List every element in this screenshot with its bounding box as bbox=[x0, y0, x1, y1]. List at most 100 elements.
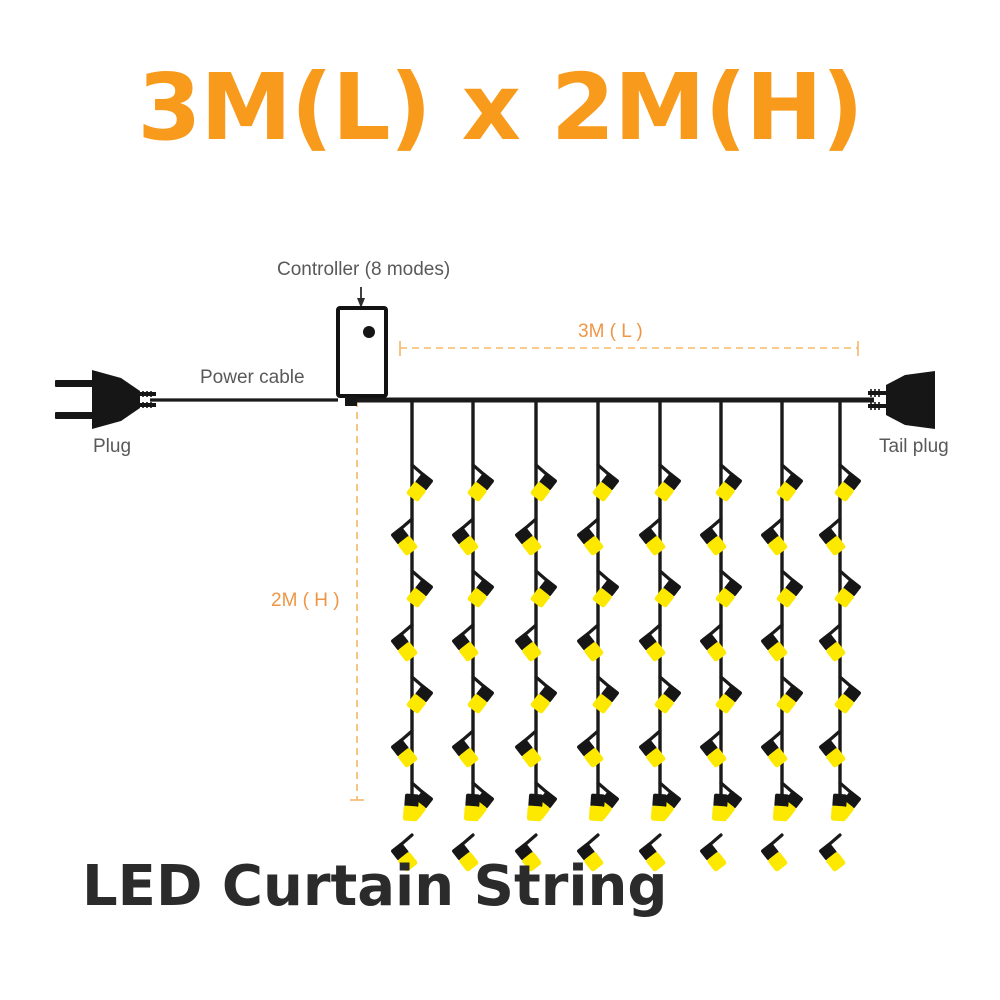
led-drop-strings-group bbox=[391, 400, 861, 872]
led-bulb-body bbox=[834, 578, 861, 608]
led-lens bbox=[834, 694, 854, 714]
led-lens bbox=[654, 694, 674, 714]
led-bulb bbox=[700, 729, 727, 768]
led-bulb-body bbox=[639, 526, 666, 556]
led-lens bbox=[584, 642, 604, 662]
led-drop-string bbox=[639, 400, 681, 872]
led-lens bbox=[467, 482, 487, 502]
led-bulb-terminal bbox=[650, 793, 667, 822]
led-bulb-body bbox=[761, 738, 788, 768]
product-caption: LED Curtain String bbox=[82, 854, 668, 919]
led-bulb-body bbox=[592, 578, 619, 608]
led-bulb bbox=[715, 463, 742, 502]
led-bulb bbox=[515, 833, 542, 872]
led-lens bbox=[707, 852, 727, 872]
led-base bbox=[590, 793, 605, 808]
led-bulb bbox=[700, 623, 727, 662]
led-base bbox=[832, 793, 847, 808]
led-bulb-body bbox=[592, 684, 619, 714]
led-base bbox=[465, 793, 480, 808]
led-lens bbox=[776, 588, 796, 608]
led-lens bbox=[530, 694, 550, 714]
led-bulb-body bbox=[515, 842, 542, 872]
led-lens bbox=[522, 748, 542, 768]
led-drop-string bbox=[761, 400, 803, 872]
led-bulb-body bbox=[588, 793, 605, 822]
led-bulb bbox=[776, 675, 803, 714]
led-bulb-body bbox=[650, 793, 667, 822]
led-bulb bbox=[530, 675, 557, 714]
controller-button-icon[interactable] bbox=[363, 326, 375, 338]
led-bulb-body bbox=[639, 842, 666, 872]
led-bulb bbox=[515, 517, 542, 556]
led-lens bbox=[530, 482, 550, 502]
led-bulb bbox=[819, 517, 846, 556]
led-lens bbox=[592, 482, 612, 502]
led-lens bbox=[459, 748, 479, 768]
led-bulb bbox=[834, 675, 861, 714]
led-bulb bbox=[515, 623, 542, 662]
led-bulb-body bbox=[761, 842, 788, 872]
led-lens bbox=[646, 748, 666, 768]
led-bulb-body bbox=[592, 472, 619, 502]
led-bulb-body bbox=[715, 578, 742, 608]
led-bulb-body bbox=[700, 842, 727, 872]
led-bulb-body bbox=[530, 684, 557, 714]
led-lens bbox=[459, 642, 479, 662]
led-lens bbox=[715, 694, 735, 714]
led-lens bbox=[826, 852, 846, 872]
led-bulb-body bbox=[391, 632, 418, 662]
led-bulb-body bbox=[515, 526, 542, 556]
led-bulb-body bbox=[406, 472, 433, 502]
led-bulb-body bbox=[452, 738, 479, 768]
led-bulb-terminal bbox=[711, 793, 728, 822]
led-bulb-body bbox=[819, 526, 846, 556]
led-lens bbox=[530, 588, 550, 608]
led-bulb-body bbox=[467, 472, 494, 502]
led-bulb-body bbox=[391, 738, 418, 768]
led-lens bbox=[646, 642, 666, 662]
led-lens bbox=[826, 642, 846, 662]
led-bulb-body bbox=[772, 793, 789, 822]
led-bulb bbox=[761, 729, 788, 768]
led-bulb bbox=[700, 833, 727, 872]
led-lens bbox=[826, 748, 846, 768]
led-bulb-body bbox=[654, 472, 681, 502]
led-bulb bbox=[819, 833, 846, 872]
led-bulb-body bbox=[639, 738, 666, 768]
led-bulb bbox=[654, 569, 681, 608]
led-bulb-body bbox=[452, 526, 479, 556]
led-bulb-body bbox=[761, 632, 788, 662]
led-bulb-body bbox=[463, 793, 480, 822]
led-lens bbox=[646, 852, 666, 872]
led-bulb-body bbox=[467, 684, 494, 714]
led-bulb-body bbox=[654, 578, 681, 608]
led-lens bbox=[826, 536, 846, 556]
led-drop-string bbox=[515, 400, 557, 872]
led-lens bbox=[834, 482, 854, 502]
led-lens bbox=[776, 482, 796, 502]
height-dimension-label: 2M ( H ) bbox=[271, 590, 340, 611]
led-bulb bbox=[592, 569, 619, 608]
led-lens bbox=[588, 805, 605, 822]
led-drop-string bbox=[819, 400, 861, 872]
controller-unit[interactable] bbox=[336, 306, 388, 406]
led-bulb bbox=[639, 517, 666, 556]
led-lens bbox=[398, 536, 418, 556]
led-lens bbox=[398, 852, 418, 872]
led-bulb-body bbox=[391, 842, 418, 872]
led-bulb-terminal bbox=[402, 793, 419, 822]
led-bulb-terminal bbox=[588, 793, 605, 822]
led-bulb-body bbox=[577, 526, 604, 556]
led-bulb-terminal bbox=[830, 793, 847, 822]
led-bulb-body bbox=[406, 578, 433, 608]
led-bulb bbox=[577, 623, 604, 662]
led-bulb bbox=[592, 463, 619, 502]
led-bulb bbox=[639, 833, 666, 872]
led-lens bbox=[406, 482, 426, 502]
led-lens bbox=[522, 536, 542, 556]
controller-body[interactable] bbox=[336, 306, 388, 398]
length-dimension: 3M ( L ) bbox=[399, 321, 859, 356]
led-drop-string bbox=[452, 400, 494, 872]
